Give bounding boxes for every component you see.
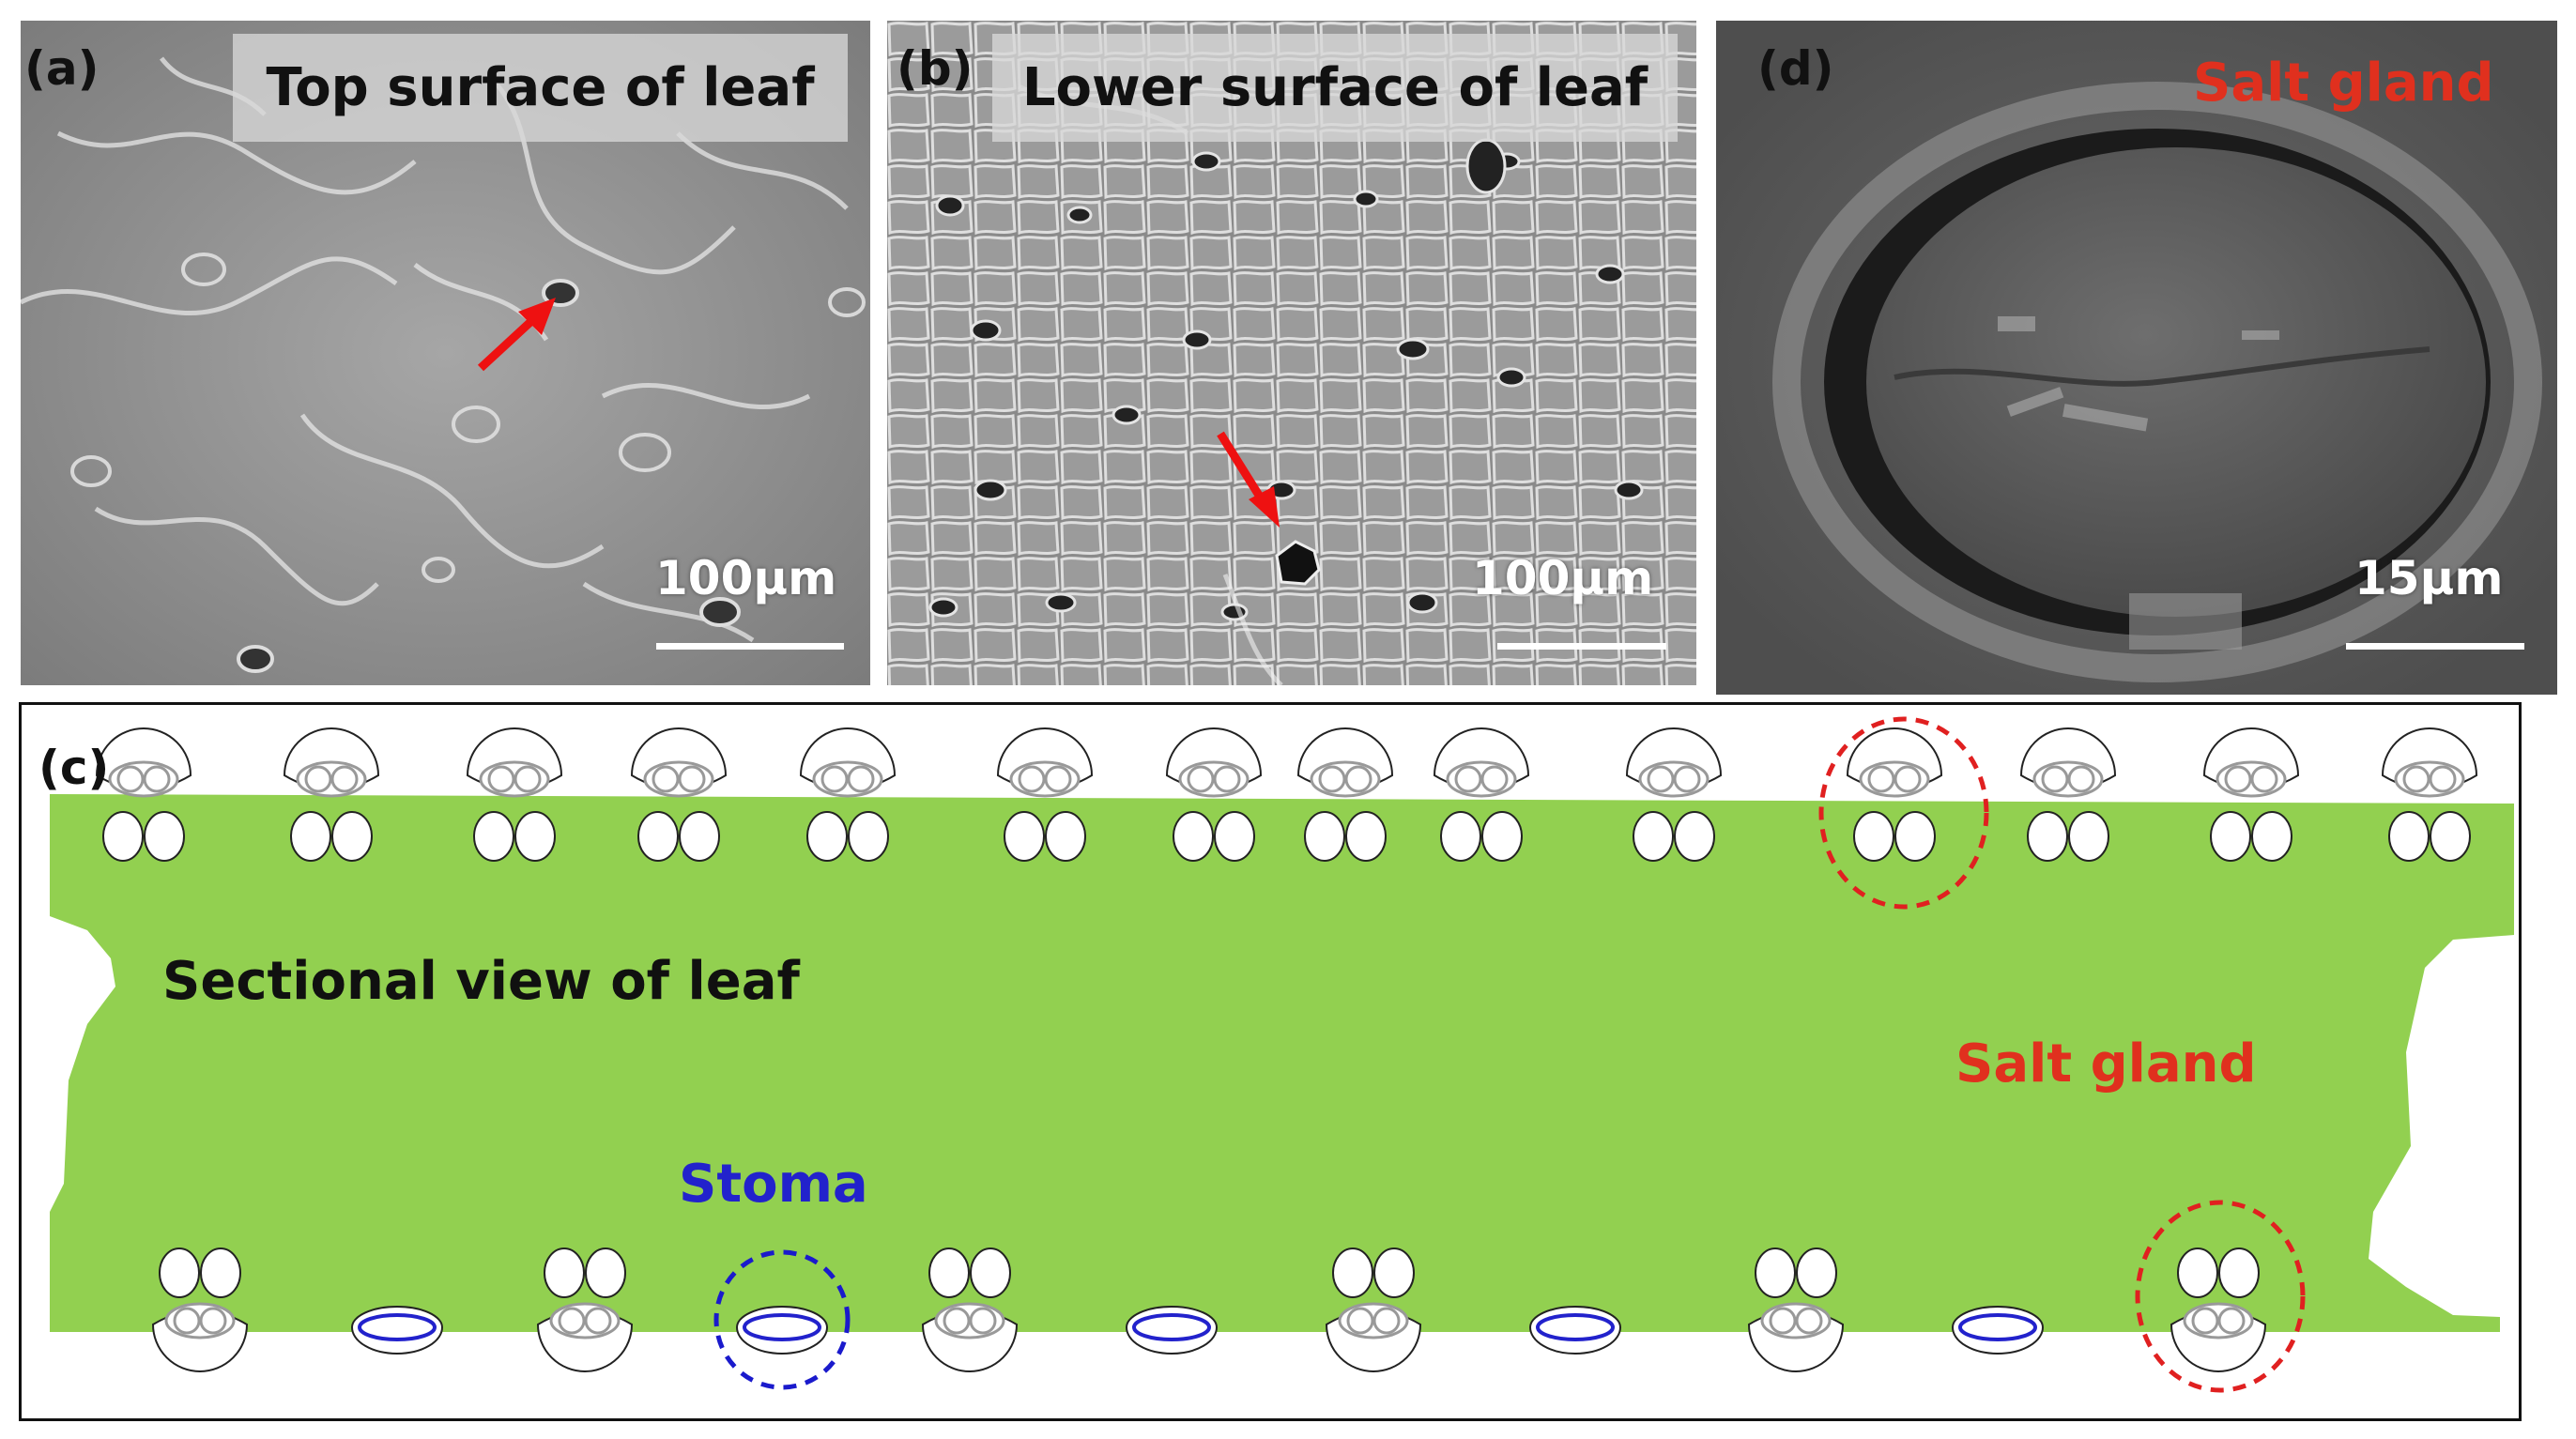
salt-gland: [2019, 727, 2117, 862]
leaf-section-shape: [50, 794, 2514, 1332]
salt-gland: [1433, 727, 1530, 862]
salt-gland: [2381, 727, 2478, 862]
panel-c-diagram: (c) Sectional view of leaf Salt gland St…: [19, 702, 2522, 1421]
salt-gland: [151, 1248, 249, 1372]
sectional-view-label: Sectional view of leaf: [162, 951, 800, 1012]
salt-gland: [996, 727, 1094, 862]
stoma: [1951, 1306, 2045, 1355]
stoma: [350, 1306, 444, 1355]
panel-d-scale-bar: [2346, 643, 2524, 650]
salt-gland: [1165, 727, 1263, 862]
panel-b-label: (b): [897, 41, 974, 96]
panel-d-label: (d): [1757, 41, 1834, 96]
salt-gland: [95, 727, 192, 862]
salt-gland: [630, 727, 728, 862]
salt-gland: [1296, 727, 1394, 862]
panel-b-sem-image: (b) Lower surface of leaf 100μm: [887, 21, 1696, 685]
red-arrow-icon: [477, 298, 556, 372]
salt-gland: [921, 1248, 1019, 1372]
salt-gland: [1325, 1248, 1422, 1372]
panel-c-label: (c): [38, 741, 110, 795]
panel-a-title: Top surface of leaf: [233, 34, 848, 142]
panel-b-title: Lower surface of leaf: [992, 34, 1678, 142]
salt-gland: [466, 727, 563, 862]
stoma-label: Stoma: [679, 1154, 868, 1215]
panel-d-scale-label: 15μm: [2354, 551, 2504, 605]
salt-gland-label: Salt gland: [1955, 1033, 2257, 1095]
leaf-section-diagram: [50, 716, 2514, 1393]
salt-gland-highlight-ring: [1818, 716, 1989, 910]
panel-b-scale-bar: [1497, 643, 1666, 650]
salt-gland: [536, 1248, 634, 1372]
salt-gland: [2202, 727, 2300, 862]
salt-gland: [1747, 1248, 1845, 1372]
salt-gland: [1625, 727, 1723, 862]
salt-gland-micrograph: [1716, 21, 2557, 695]
panel-d-title: Salt gland: [2193, 53, 2494, 114]
salt-gland: [799, 727, 897, 862]
panel-a-label: (a): [24, 41, 100, 96]
salt-gland-highlight-ring: [2135, 1200, 2306, 1393]
red-arrow-icon: [1217, 431, 1280, 528]
panel-b-scale-label: 100μm: [1472, 551, 1654, 605]
stoma: [1125, 1306, 1219, 1355]
stoma-highlight-ring: [713, 1249, 851, 1390]
panel-a-scale-label: 100μm: [655, 551, 837, 605]
salt-gland: [283, 727, 380, 862]
stoma: [735, 1306, 829, 1355]
salt-gland: [1846, 727, 1943, 862]
panel-a-sem-image: (a) Top surface of leaf 100μm: [21, 21, 870, 685]
stoma: [1528, 1306, 1622, 1355]
panel-a-scale-bar: [656, 643, 844, 650]
salt-gland: [2170, 1248, 2267, 1372]
panel-d-sem-image: (d) Salt gland 15μm: [1716, 21, 2557, 695]
